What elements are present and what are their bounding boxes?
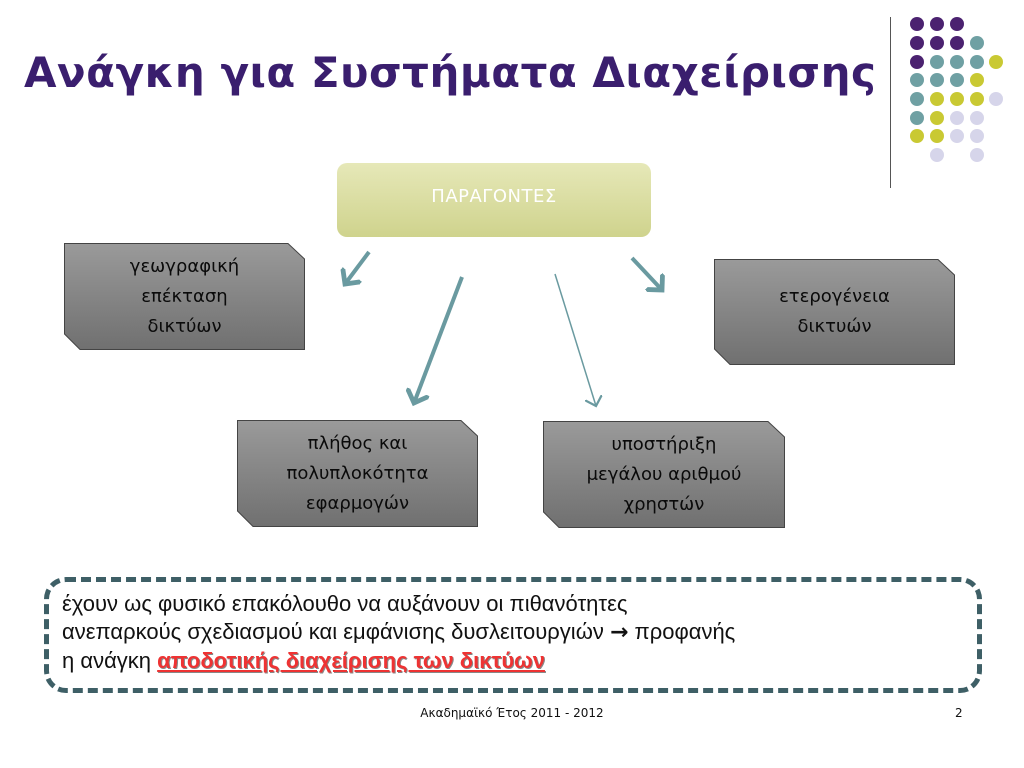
card-line: υποστήριξη: [611, 433, 717, 455]
card-line: χρηστών: [623, 493, 705, 515]
card-line: δικτύων: [147, 315, 222, 337]
card-line: μεγάλου αριθμού: [586, 463, 742, 485]
conclusion-segment: ανεπαρκούς σχεδιασμού και εμφάνισης δυσλ…: [62, 619, 610, 644]
conclusion-segment: προφανής: [628, 619, 736, 644]
page-number: 2: [955, 706, 963, 720]
factor-card-geographic: γεωγραφική επέκταση δικτύων: [64, 243, 305, 350]
slide-title: Ανάγκη για Συστήματα Διαχείρισης: [24, 48, 877, 97]
factor-card-users: υποστήριξη μεγάλου αριθμού χρηστών: [543, 421, 785, 528]
card-line: ετερογένεια: [779, 286, 890, 307]
arrow-to-applications: [414, 276, 464, 403]
decorative-divider: [890, 17, 891, 188]
card-line: εφαρμογών: [305, 492, 410, 514]
decorative-dot-grid: [910, 17, 1003, 162]
factors-box: ΠΑΡΑΓΟΝΤΕΣ: [337, 163, 651, 237]
arrow-to-heterogeneity: [630, 256, 662, 290]
card-line: πλήθος και: [307, 432, 408, 454]
conclusion-line: ανεπαρκούς σχεδιασμού και εμφάνισης δυσλ…: [62, 618, 962, 647]
card-line: πολυπλοκότητα: [286, 462, 429, 484]
card-line: επέκταση: [141, 285, 228, 307]
right-arrow-icon: →: [609, 620, 629, 645]
card-line: δικτυών: [797, 316, 872, 337]
conclusion-text: έχουν ως φυσικό επακόλουθο να αυξάνουν ο…: [62, 590, 962, 675]
arrow-to-users: [554, 273, 596, 406]
arrow-to-geographic: [345, 250, 371, 284]
emphasis-text: αποδοτικής διαχείρισης των δικτύων: [157, 648, 545, 673]
conclusion-segment: η ανάγκη: [62, 648, 158, 673]
conclusion-box: [44, 577, 982, 693]
card-line: γεωγραφική: [129, 255, 240, 277]
conclusion-line: η ανάγκη αποδοτικής διαχείρισης των δικτ…: [62, 647, 962, 675]
factor-card-heterogeneity: ετερογένεια δικτυών: [714, 259, 955, 365]
factors-label: ΠΑΡΑΓΟΝΤΕΣ: [431, 185, 557, 207]
factor-card-applications: πλήθος και πολυπλοκότητα εφαρμογών: [237, 420, 478, 527]
slide-footer: Ακαδημαϊκό Έτος 2011 - 2012: [420, 706, 604, 720]
conclusion-line: έχουν ως φυσικό επακόλουθο να αυξάνουν ο…: [62, 591, 628, 616]
